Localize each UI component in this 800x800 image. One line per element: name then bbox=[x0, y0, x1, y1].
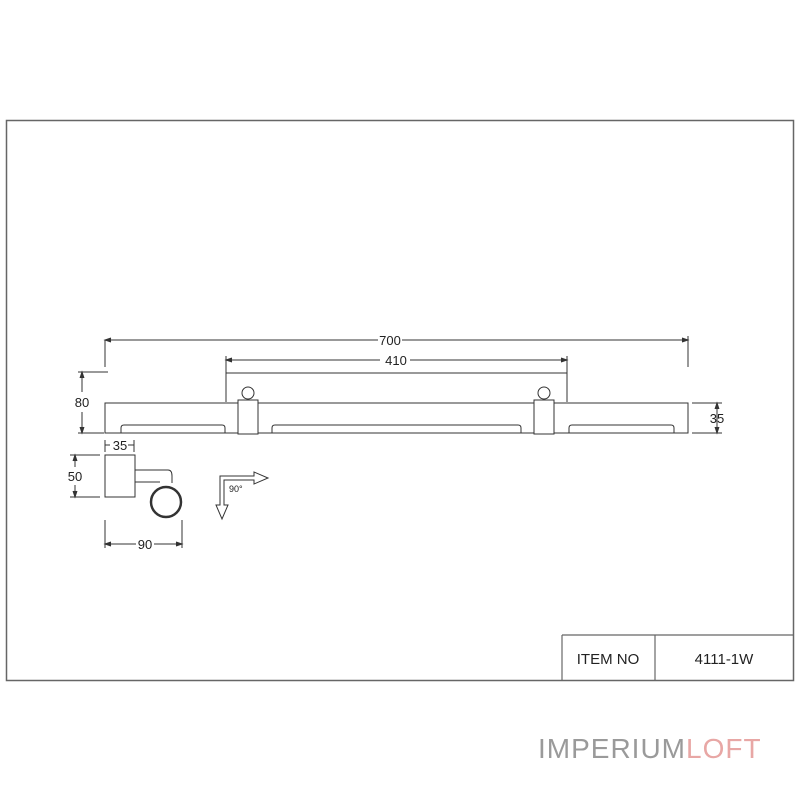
dim-80-label: 80 bbox=[75, 395, 89, 410]
drawing-frame bbox=[5, 119, 795, 682]
dim-700-label: 700 bbox=[379, 333, 401, 348]
dim-50-label: 50 bbox=[68, 469, 82, 484]
item-no-value: 4111-1W bbox=[695, 651, 754, 668]
dim-410-label: 410 bbox=[385, 353, 407, 368]
title-block bbox=[561, 634, 793, 680]
dim-90-label: 90 bbox=[138, 537, 152, 552]
front-view bbox=[78, 336, 722, 435]
dim-35-side-label: 35 bbox=[113, 438, 127, 453]
brand-name-part1: IMPERIUM bbox=[538, 733, 686, 764]
side-view bbox=[70, 440, 184, 548]
brand-name-part2: LOFT bbox=[686, 733, 762, 764]
dim-35-right-label: 35 bbox=[710, 411, 724, 426]
item-no-label: ITEM NO bbox=[577, 651, 640, 668]
rotation-label: 90° bbox=[229, 484, 243, 494]
brand-logo: IMPERIUMLOFT bbox=[538, 733, 762, 765]
rotation-arrow-icon bbox=[215, 471, 270, 521]
